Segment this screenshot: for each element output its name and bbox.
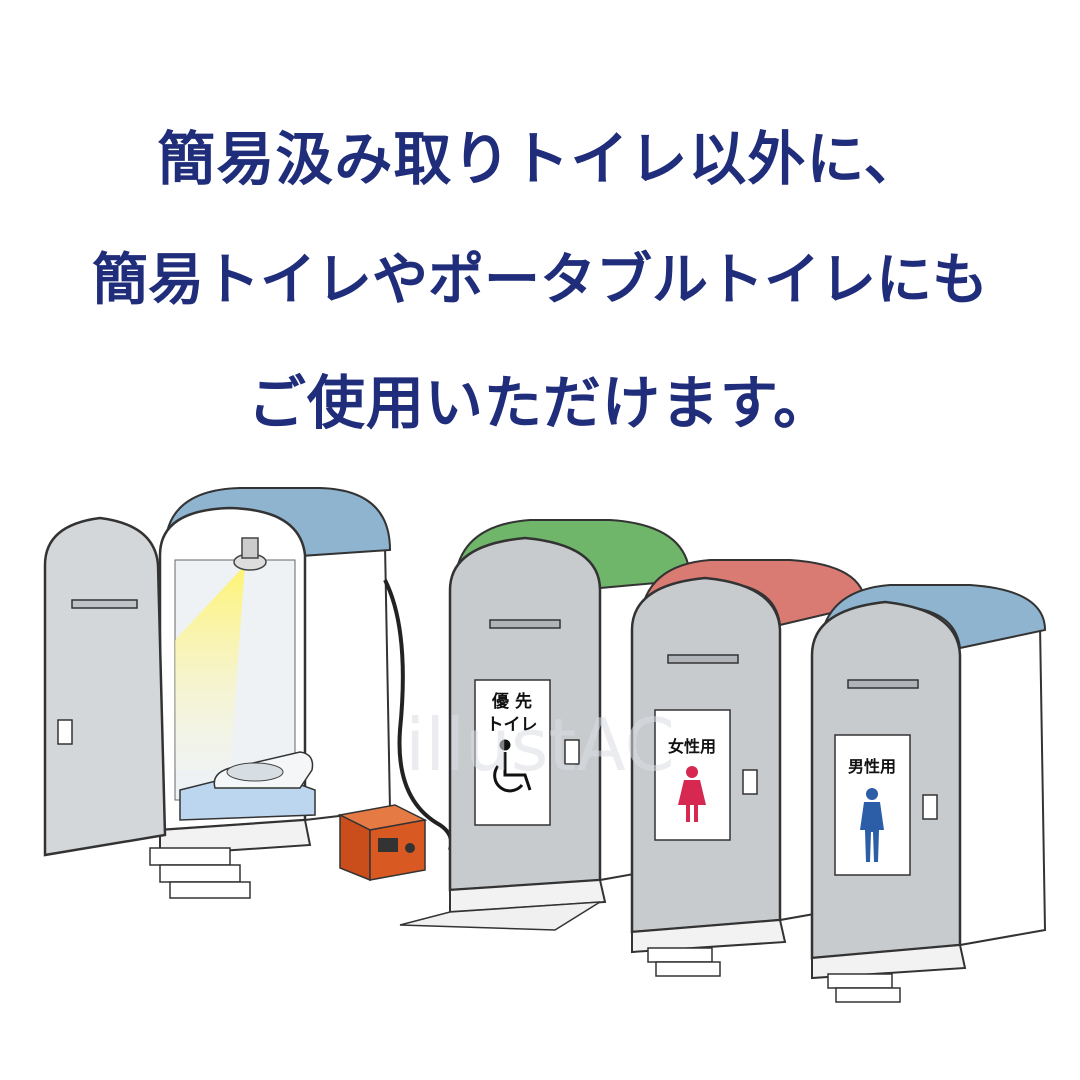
- open-door: [43, 516, 167, 857]
- priority-sign: [474, 679, 551, 826]
- headline-line-2: 簡易トイレやポータブルトイレにも: [92, 248, 988, 313]
- woman-figure-icon: [678, 766, 706, 822]
- power-cable: [383, 579, 454, 851]
- headline: 簡易汲み取りトイレ以外に、 簡易トイレやポータブルトイレにも ご使用いただけます…: [0, 98, 1080, 464]
- mens-toilet-booth: 男性用: [810, 584, 1047, 1003]
- ceiling-lamp-icon: [233, 537, 267, 571]
- generator-box: [337, 804, 428, 882]
- mens-sign-label: 男性用: [848, 757, 896, 776]
- priority-sign-line2: トイレ: [487, 715, 538, 735]
- open-toilet-booth: [43, 487, 392, 899]
- wheelchair-ramp: [399, 901, 601, 931]
- priority-sign-line1: 優 先: [491, 691, 532, 712]
- headline-line-1: 簡易汲み取りトイレ以外に、: [157, 125, 923, 193]
- watermark: illustAC: [405, 703, 675, 787]
- man-figure-icon: [860, 788, 884, 862]
- headline-line-3: ご使用いただけます。: [247, 369, 833, 437]
- portable-toilets-illustration: 優 先 トイレ 女性用: [43, 487, 1047, 1003]
- womens-sign-label: 女性用: [668, 737, 716, 756]
- wheelchair-icon: [493, 739, 532, 793]
- roof-blue-2: [818, 584, 1047, 650]
